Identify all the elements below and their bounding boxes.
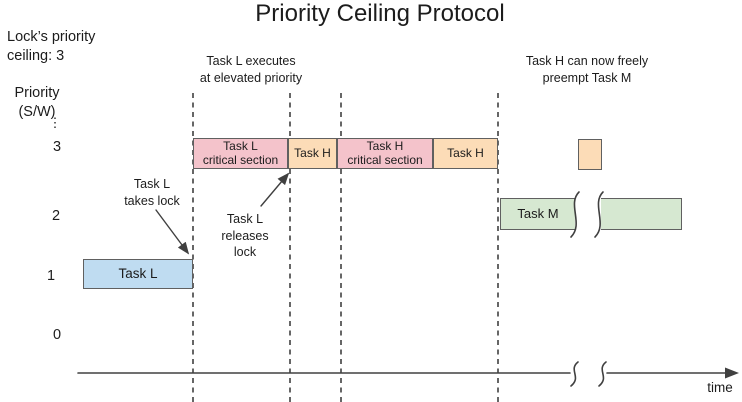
- tick-label-3: 3: [52, 139, 62, 155]
- block-task-h-critical-section: Task H critical section: [337, 138, 433, 169]
- annotation-preempt: Task H can now freely preempt Task M: [525, 54, 649, 85]
- axis-break-squiggle-1: [570, 361, 579, 387]
- y-axis-ellipsis: ⋮: [48, 115, 62, 130]
- arrow-takes-lock: [155, 209, 190, 255]
- task-m-break-squiggle-right: [594, 191, 604, 238]
- task-m-break-squiggle-left: [570, 191, 580, 238]
- annotation-releases-lock: Task L releases lock: [221, 212, 269, 259]
- block-task-h-2: Task H: [433, 138, 498, 169]
- diagram-title: Priority Ceiling Protocol: [255, 0, 505, 27]
- y-axis-label: Priority (S/W): [14, 85, 60, 120]
- tick-label-1: 1: [46, 268, 56, 284]
- block-task-h-1: Task H: [288, 138, 337, 169]
- arrow-releases-lock: [260, 172, 290, 207]
- time-axis-label: time: [707, 380, 733, 395]
- block-task-h-small: [578, 139, 602, 170]
- block-task-m-1: Task M: [500, 198, 575, 230]
- axis-break-squiggle-2: [598, 361, 607, 387]
- tick-label-2: 2: [51, 208, 61, 224]
- block-task-l-critical-section: Task L critical section: [193, 138, 288, 169]
- time-axis-arrowhead: [725, 367, 739, 379]
- annotation-elevated-priority: Task L executes at elevated priority: [199, 54, 303, 85]
- block-task-l: Task L: [83, 259, 193, 289]
- block-task-m-2: [601, 198, 682, 230]
- annotation-takes-lock: Task L takes lock: [124, 177, 180, 208]
- lock-ceiling-label: Lock’s priority ceiling: 3: [7, 29, 96, 64]
- tick-label-0: 0: [52, 327, 62, 343]
